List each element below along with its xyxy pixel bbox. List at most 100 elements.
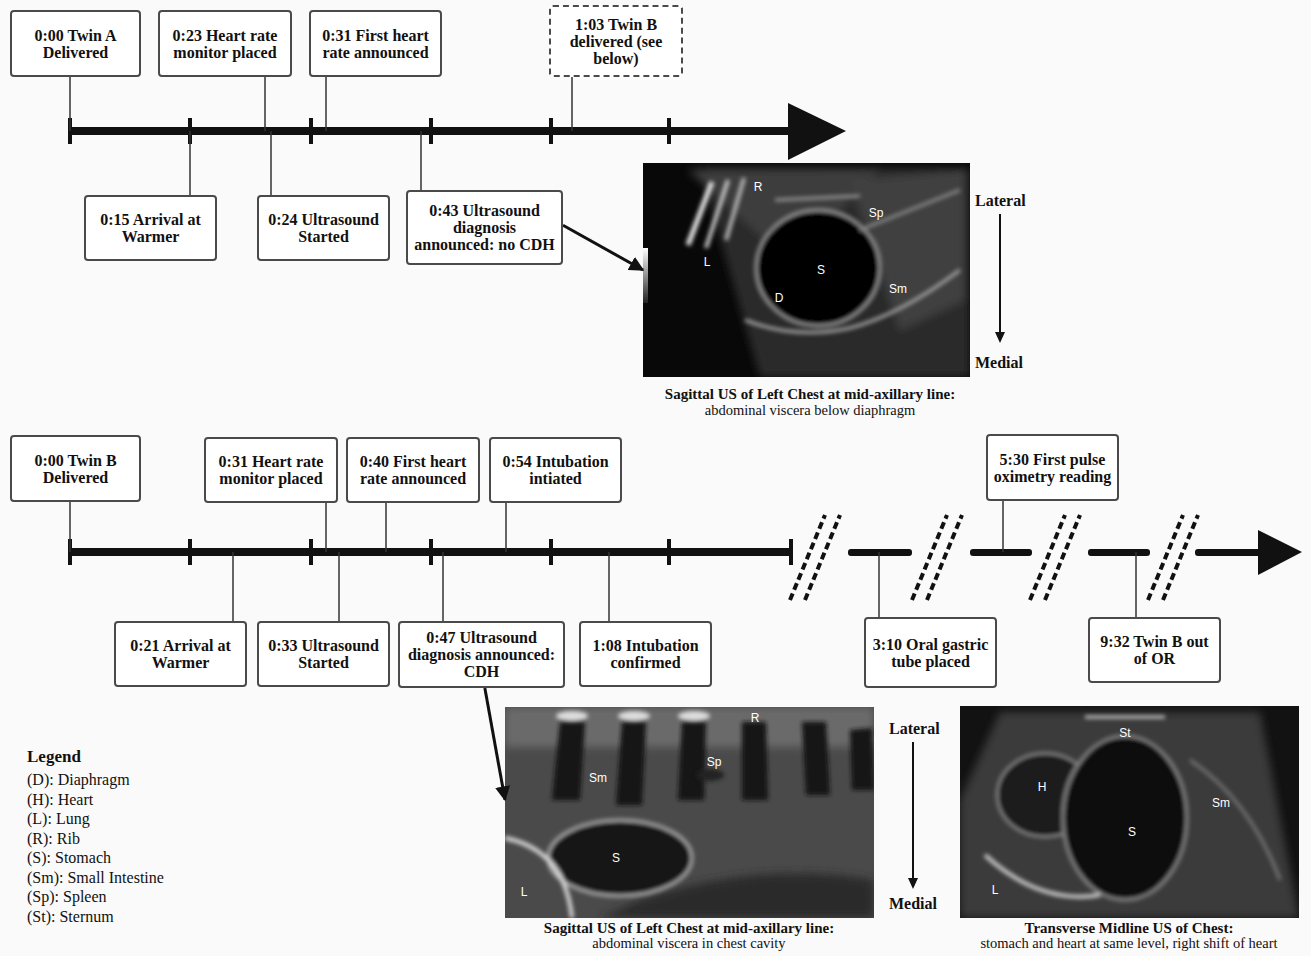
legend-entry: (H): Heart (27, 791, 93, 809)
leader-line (69, 77, 71, 131)
leader-lines (70, 77, 1136, 621)
image-caption: Transverse Midline US of Chest: (1025, 920, 1234, 937)
event-box: 0:00 Twin A Delivered (10, 10, 141, 77)
event-text: 0:24 Ultrasound Started (264, 211, 383, 245)
event-box: 9:32 Twin B out of OR (1088, 617, 1221, 683)
anatomy-label: R (751, 711, 760, 725)
leader-line (571, 77, 573, 131)
break-marks (790, 515, 1198, 600)
direction-label: Medial (889, 895, 937, 913)
ultrasound-image (643, 163, 970, 377)
event-box: 0:15 Arrival at Warmer (84, 195, 217, 261)
leader-line (608, 552, 610, 621)
ultrasound-panel: R Sm SpS L (505, 707, 874, 918)
legend-entry: (L): Lung (27, 810, 90, 828)
direction-label: Medial (975, 354, 1023, 372)
event-text: 0:31 Heart rate monitor placed (211, 453, 331, 487)
leader-line (1002, 501, 1004, 552)
event-text: 9:32 Twin B out of OR (1095, 633, 1214, 667)
event-text: 0:31 First heart rate announced (316, 27, 435, 61)
event-box: 0:31 First heart rate announced (309, 10, 442, 77)
anatomy-label: R (754, 180, 763, 194)
event-text: 5:30 First pulse oximetry reading (993, 451, 1112, 485)
anatomy-label: Sm (1212, 796, 1230, 810)
direction-label: Lateral (889, 720, 940, 738)
timeline-bottom (68, 530, 1302, 575)
leader-line (442, 552, 444, 621)
image-caption: Sagittal US of Left Chest at mid-axillar… (665, 386, 955, 403)
leader-line (878, 552, 880, 617)
event-box: 0:47 Ultrasound diagnosis announced: CDH (398, 621, 565, 688)
event-text: 0:21 Arrival at Warmer (121, 637, 240, 671)
ultrasound-image (960, 706, 1299, 918)
dashed-event-box: 1:03 Twin B delivered (see below) (549, 5, 683, 77)
leader-line (69, 502, 71, 552)
image-subcaption: stomach and heart at same level, right s… (980, 936, 1277, 952)
direction-label: Lateral (975, 192, 1026, 210)
event-box: 0:24 Ultrasound Started (257, 195, 390, 261)
leader-line (325, 503, 327, 552)
event-text: 0:43 Ultrasound diagnosis announced: no … (413, 202, 556, 253)
event-box: 0:00 Twin B Delivered (10, 435, 141, 502)
ultrasound-panel: R SpL S D Sm (643, 163, 970, 377)
anatomy-label: S (1128, 825, 1136, 839)
legend-entry: (St): Sternum (27, 908, 114, 926)
leader-line (1135, 552, 1137, 617)
event-text: 0:00 Twin B Delivered (17, 452, 134, 486)
anatomy-label: S (817, 263, 825, 277)
anatomy-label: S (612, 851, 620, 865)
event-box: 0:33 Ultrasound Started (257, 621, 390, 687)
leader-line (338, 552, 340, 621)
leader-line (264, 77, 266, 131)
anatomy-label: D (775, 291, 784, 305)
event-text: 0:00 Twin A Delivered (17, 27, 134, 61)
leader-line (270, 131, 272, 195)
event-box: 0:23 Heart rate monitor placed (158, 10, 292, 77)
event-text: 0:33 Ultrasound Started (264, 637, 383, 671)
leader-line (189, 131, 191, 195)
legend-entry: (Sm): Small Intestine (27, 869, 164, 887)
legend-entry: (S): Stomach (27, 849, 111, 867)
anatomy-label: Sp (707, 755, 722, 769)
anatomy-label: Sp (869, 206, 884, 220)
event-box: 0:40 First heart rate announced (346, 437, 480, 503)
event-text: 0:23 Heart rate monitor placed (165, 27, 285, 61)
legend-entry: (Sp): Spleen (27, 888, 107, 906)
anatomy-label: L (992, 883, 999, 897)
image-subcaption: abdominal viscera in chest cavity (592, 936, 785, 952)
anatomy-label: H (1038, 780, 1047, 794)
leader-line (420, 131, 422, 190)
arrow-connector (485, 688, 505, 800)
event-box: 1:08 Intubation confirmed (579, 621, 712, 687)
event-text: 0:15 Arrival at Warmer (91, 211, 210, 245)
anatomy-label: St (1119, 726, 1130, 740)
event-text: 0:47 Ultrasound diagnosis announced: CDH (405, 629, 558, 680)
leader-line (232, 552, 234, 621)
ultrasound-image (505, 707, 874, 918)
image-caption: Sagittal US of Left Chest at mid-axillar… (544, 920, 834, 937)
event-box: 3:10 Oral gastric tube placed (864, 617, 997, 688)
ultrasound-panel: StH SmS L (960, 706, 1299, 918)
timeline-top (68, 103, 846, 160)
anatomy-label: L (704, 255, 711, 269)
anatomy-label: Sm (889, 282, 907, 296)
event-text: 3:10 Oral gastric tube placed (871, 636, 990, 670)
image-subcaption: abdominal viscera below diaphragm (705, 403, 916, 419)
event-box: 0:43 Ultrasound diagnosis announced: no … (406, 190, 563, 265)
anatomy-label: L (521, 885, 528, 899)
arrow-connector (563, 225, 643, 270)
event-text: 0:54 Intubation intiated (496, 453, 615, 487)
event-text: 1:08 Intubation confirmed (586, 637, 705, 671)
event-text: 1:03 Twin B delivered (see below) (556, 16, 676, 67)
legend-entry: (R): Rib (27, 830, 80, 848)
anatomy-label: Sm (589, 771, 607, 785)
leader-line (325, 77, 327, 131)
leader-line (505, 503, 507, 552)
leader-line (385, 503, 387, 552)
event-box: 0:21 Arrival at Warmer (114, 621, 247, 687)
legend-entry: (D): Diaphragm (27, 771, 130, 789)
event-box: 5:30 First pulse oximetry reading (986, 434, 1119, 501)
event-text: 0:40 First heart rate announced (353, 453, 473, 487)
event-box: 0:31 Heart rate monitor placed (204, 437, 338, 503)
